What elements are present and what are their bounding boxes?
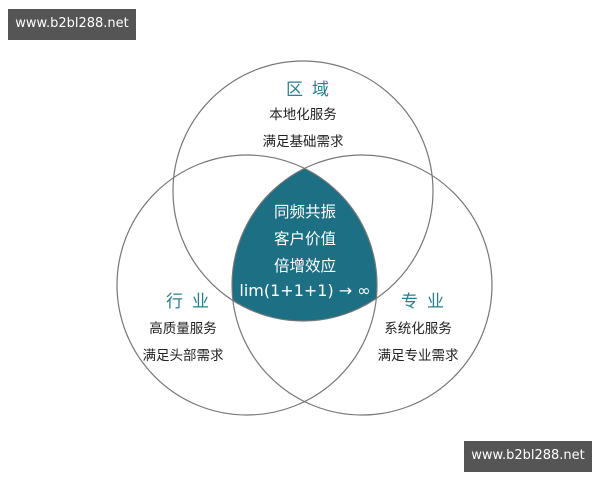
circle-left-line-2: 满足头部需求 (142, 348, 224, 364)
circle-top-title: 区域 (286, 80, 338, 100)
circle-top (172, 60, 434, 322)
intersection-line-1: 同频共振 (273, 203, 336, 221)
circle-left-title: 行业 (166, 292, 218, 312)
circle-right-title: 专业 (401, 292, 453, 312)
circle-top-line-2: 满足基础需求 (262, 134, 344, 150)
watermark-top-left: www.b2bl288.net (8, 9, 136, 40)
watermark-bottom-right: www.b2bl288.net (464, 441, 592, 472)
circle-left (116, 154, 378, 416)
circle-right-line-2: 满足专业需求 (377, 348, 459, 364)
circle-right (231, 154, 493, 416)
intersection-region (232, 155, 377, 321)
intersection-line-3: 倍增效应 (273, 257, 336, 275)
intersection-line-2: 客户价值 (273, 230, 336, 248)
intersection-formula: lim(1+1+1) → ∞ (239, 281, 371, 300)
circle-left-line-1: 高质量服务 (149, 321, 217, 337)
circle-top-line-1: 本地化服务 (269, 107, 337, 123)
circle-right-line-1: 系统化服务 (384, 321, 452, 337)
